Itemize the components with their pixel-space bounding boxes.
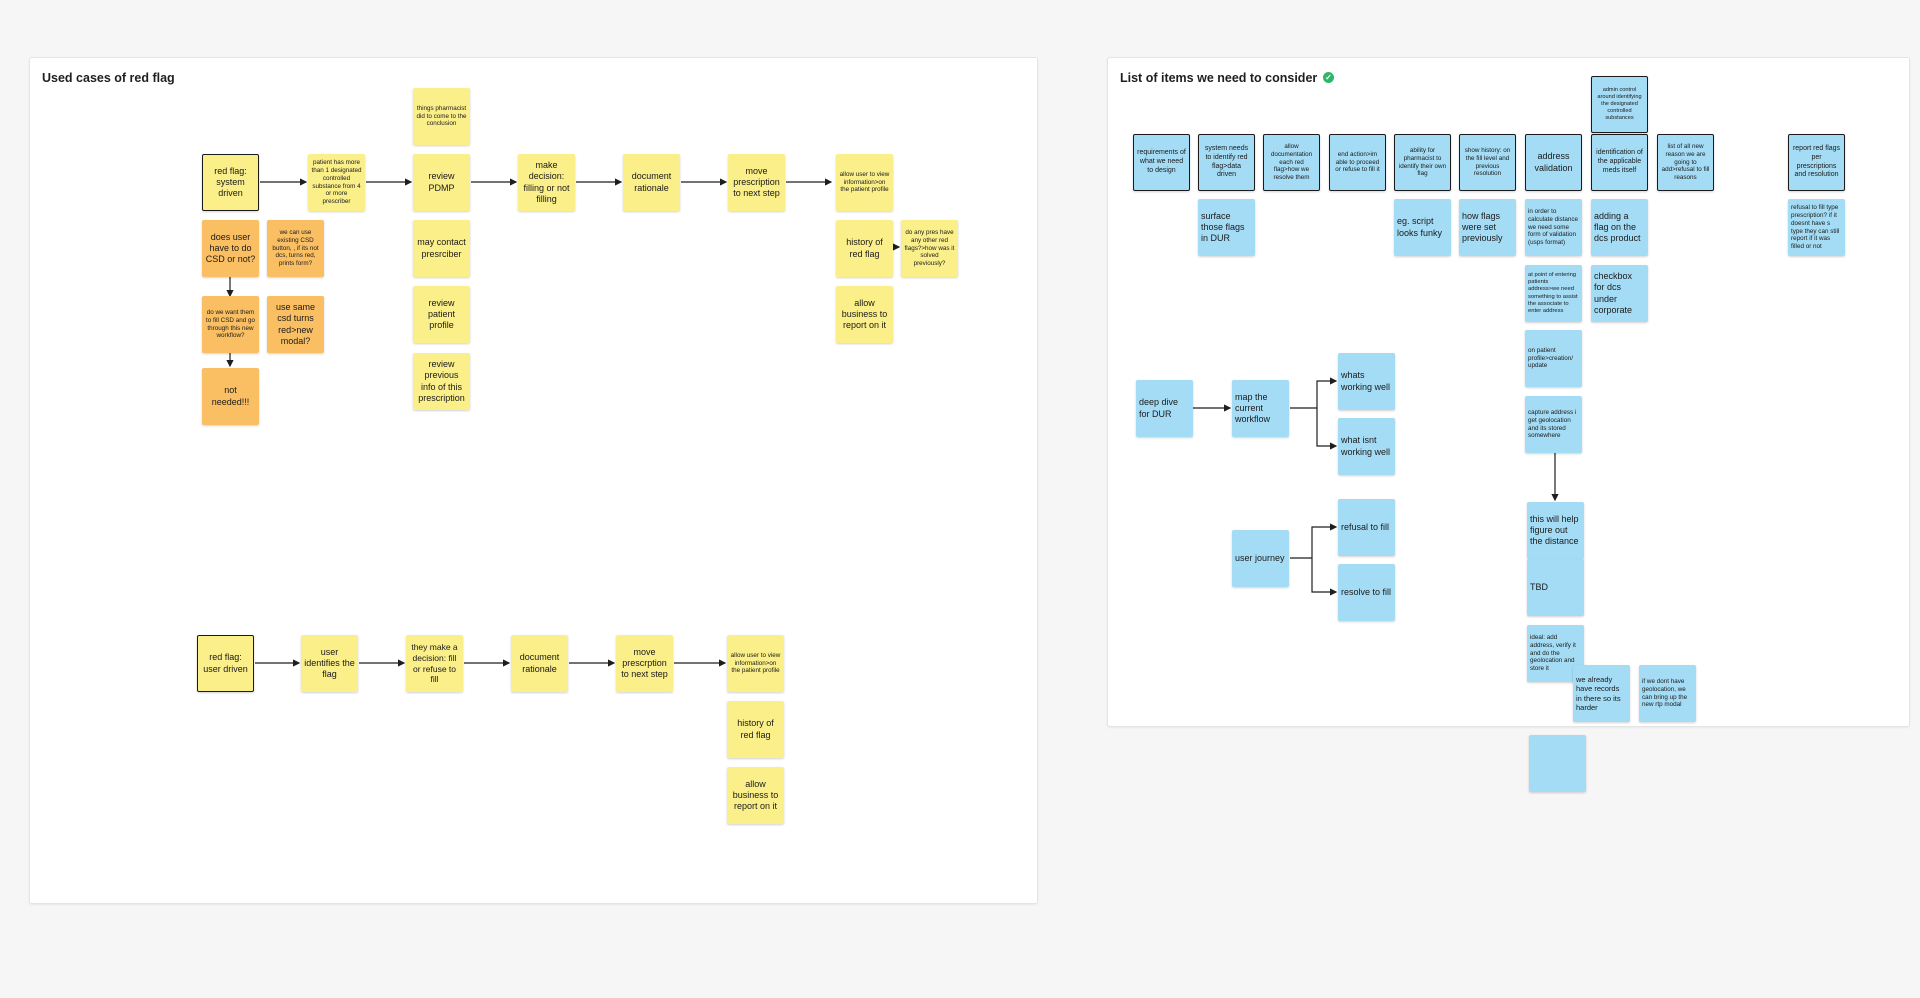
sticky-note[interactable]: refusal to fill type prescription? if it…: [1788, 199, 1845, 256]
sticky-note[interactable]: use same csd turns red>new modal?: [267, 296, 324, 353]
sticky-note[interactable]: surface those flags in DUR: [1198, 199, 1255, 256]
sticky-note[interactable]: identification of the applicable meds it…: [1591, 134, 1648, 191]
sticky-note[interactable]: refusal to fill: [1338, 499, 1395, 556]
sticky-note[interactable]: not needed!!!: [202, 368, 259, 425]
sticky-note[interactable]: how flags were set previously: [1459, 199, 1516, 256]
sticky-note[interactable]: document rationale: [623, 154, 680, 211]
sticky-note[interactable]: checkbox for dcs under corporate: [1591, 265, 1648, 322]
sticky-note[interactable]: requirements of what we need to design: [1133, 134, 1190, 191]
sticky-note[interactable]: may contact presrciber: [413, 220, 470, 277]
sticky-note[interactable]: review patient profile: [413, 286, 470, 343]
sticky-note-user-driven[interactable]: red flag: user driven: [197, 635, 254, 692]
sticky-note[interactable]: history of red flag: [836, 220, 893, 277]
sticky-note[interactable]: adding a flag on the dcs product: [1591, 199, 1648, 256]
frame-title-used-cases: Used cases of red flag: [42, 71, 175, 85]
sticky-note[interactable]: move prescrption to next step: [616, 635, 673, 692]
sticky-note-system-driven[interactable]: red flag: system driven: [202, 154, 259, 211]
sticky-note[interactable]: move prescription to next step: [728, 154, 785, 211]
sticky-note[interactable]: if we dont have geolocation, we can brin…: [1639, 665, 1696, 722]
sticky-note[interactable]: ability for pharmacist to identify their…: [1394, 134, 1451, 191]
sticky-note[interactable]: things pharmacist did to come to the con…: [413, 88, 470, 145]
sticky-note[interactable]: whats working well: [1338, 353, 1395, 410]
sticky-note[interactable]: allow business to report on it: [727, 767, 784, 824]
sticky-note[interactable]: allow user to view information>on the pa…: [727, 635, 784, 692]
sticky-note[interactable]: this will help figure out the distance: [1527, 502, 1584, 559]
sticky-note[interactable]: allow user to view information>on the pa…: [836, 154, 893, 211]
sticky-note[interactable]: document rationale: [511, 635, 568, 692]
sticky-note[interactable]: map the current workflow: [1232, 380, 1289, 437]
sticky-note[interactable]: allow business to report on it: [836, 286, 893, 343]
sticky-note[interactable]: end action>im able to proceed or refuse …: [1329, 134, 1386, 191]
sticky-note[interactable]: eg. script looks funky: [1394, 199, 1451, 256]
sticky-note[interactable]: do any pres have any other red flags?>ho…: [901, 220, 958, 277]
sticky-note[interactable]: review previous info of this prescriptio…: [413, 353, 470, 410]
sticky-note[interactable]: system needs to identify red flag>data d…: [1198, 134, 1255, 191]
sticky-note[interactable]: allow documentation each red flag>how we…: [1263, 134, 1320, 191]
sticky-note[interactable]: address validation: [1525, 134, 1582, 191]
sticky-note[interactable]: in order to calculate distance we need s…: [1525, 199, 1582, 256]
sticky-note[interactable]: what isnt working well: [1338, 418, 1395, 475]
sticky-note[interactable]: patient has more than 1 designated contr…: [308, 154, 365, 211]
check-circle-icon: ✓: [1323, 72, 1334, 83]
sticky-note[interactable]: at point of entering patients address>we…: [1525, 265, 1582, 322]
sticky-note[interactable]: user identifies the flag: [301, 635, 358, 692]
sticky-note[interactable]: user journey: [1232, 530, 1289, 587]
sticky-note[interactable]: on patient profile>creation/ update: [1525, 330, 1582, 387]
sticky-note[interactable]: does user have to do CSD or not?: [202, 220, 259, 277]
sticky-note[interactable]: show history: on the fill level and prev…: [1459, 134, 1516, 191]
sticky-note[interactable]: list of all new reason we are going to a…: [1657, 134, 1714, 191]
sticky-note[interactable]: report red flags per prescriptions and r…: [1788, 134, 1845, 191]
sticky-note[interactable]: do we want them to fill CSD and go throu…: [202, 296, 259, 353]
sticky-note[interactable]: TBD: [1527, 559, 1584, 616]
sticky-note[interactable]: we can use existing CSD button, , if its…: [267, 220, 324, 277]
sticky-note[interactable]: make decision: filling or not filling: [518, 154, 575, 211]
sticky-note[interactable]: we already have records in there so its …: [1573, 665, 1630, 722]
sticky-note[interactable]: capture address i get geolocation and it…: [1525, 396, 1582, 453]
frame-title-items: List of items we need to consider: [1120, 71, 1318, 85]
sticky-note[interactable]: they make a decision: fill or refuse to …: [406, 635, 463, 692]
sticky-note[interactable]: admin control around identifying the des…: [1591, 76, 1648, 133]
sticky-note[interactable]: resolve to fill: [1338, 564, 1395, 621]
sticky-note-empty[interactable]: [1529, 735, 1586, 792]
sticky-note[interactable]: review PDMP: [413, 154, 470, 211]
sticky-note[interactable]: deep dive for DUR: [1136, 380, 1193, 437]
sticky-note[interactable]: history of red flag: [727, 701, 784, 758]
